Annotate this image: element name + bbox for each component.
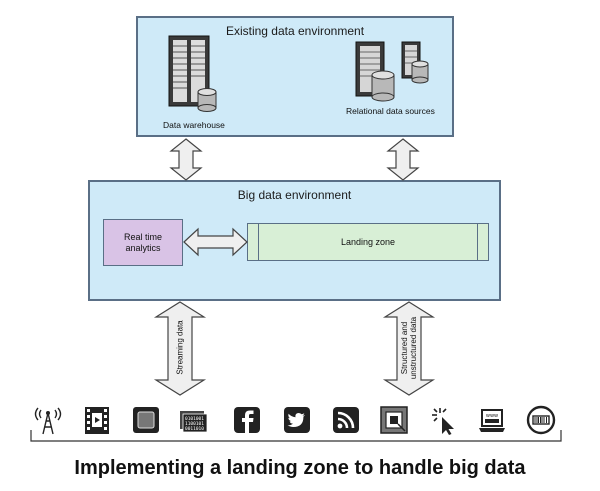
- relational-database-icon: [371, 60, 429, 102]
- arrow-analytics-landing: [183, 227, 248, 257]
- svg-text:www: www: [486, 413, 498, 419]
- streaming-data-label: Streaming data: [175, 320, 185, 375]
- rss-icon: [333, 407, 359, 433]
- relational-sources-label: Relational data sources: [346, 106, 435, 116]
- landing-zone-right-bar: [477, 224, 488, 260]
- existing-env-title: Existing data environment: [225, 24, 365, 38]
- click-pointer-icon: [432, 408, 454, 435]
- structured-data-label: Structured and unstructured data: [400, 316, 418, 380]
- sources-baseline: [30, 430, 562, 442]
- nfc-tag-icon: [380, 406, 408, 434]
- svg-text:0011010: 0011010: [185, 426, 204, 432]
- web-laptop-icon: www: [479, 409, 505, 432]
- diagram-caption: Implementing a landing zone to handle bi…: [74, 457, 526, 479]
- big-data-env-title: Big data environment: [237, 188, 352, 202]
- arrow-structured-data: [382, 301, 436, 396]
- facebook-icon: [234, 407, 260, 433]
- arrow-relational-bigdata: [386, 138, 420, 181]
- real-time-analytics-box: Real time analytics: [103, 219, 183, 266]
- film-strip-icon: [85, 407, 109, 434]
- arrow-warehouse-bigdata: [169, 138, 203, 181]
- twitter-icon: [284, 407, 310, 433]
- svg-text:0101001: 0101001: [185, 416, 204, 422]
- sensor-chip-icon: [133, 407, 159, 433]
- arrow-streaming-data: [153, 301, 207, 396]
- svg-text:1100101: 1100101: [185, 421, 204, 427]
- data-warehouse-label: Data warehouse: [163, 120, 225, 130]
- relational-server-icon: [355, 41, 421, 97]
- landing-zone-box: Landing zone: [247, 223, 489, 261]
- cell-tower-icon: [34, 407, 62, 435]
- real-time-analytics-label: Real time analytics: [123, 231, 162, 253]
- binary-data-icon: 0101001 1100101 0011010: [180, 411, 208, 433]
- landing-zone-label: Landing zone: [340, 237, 396, 247]
- data-warehouse-database-icon: [197, 88, 217, 112]
- landing-zone-left-bar: [248, 224, 259, 260]
- barcode-scanner-icon: [526, 405, 556, 435]
